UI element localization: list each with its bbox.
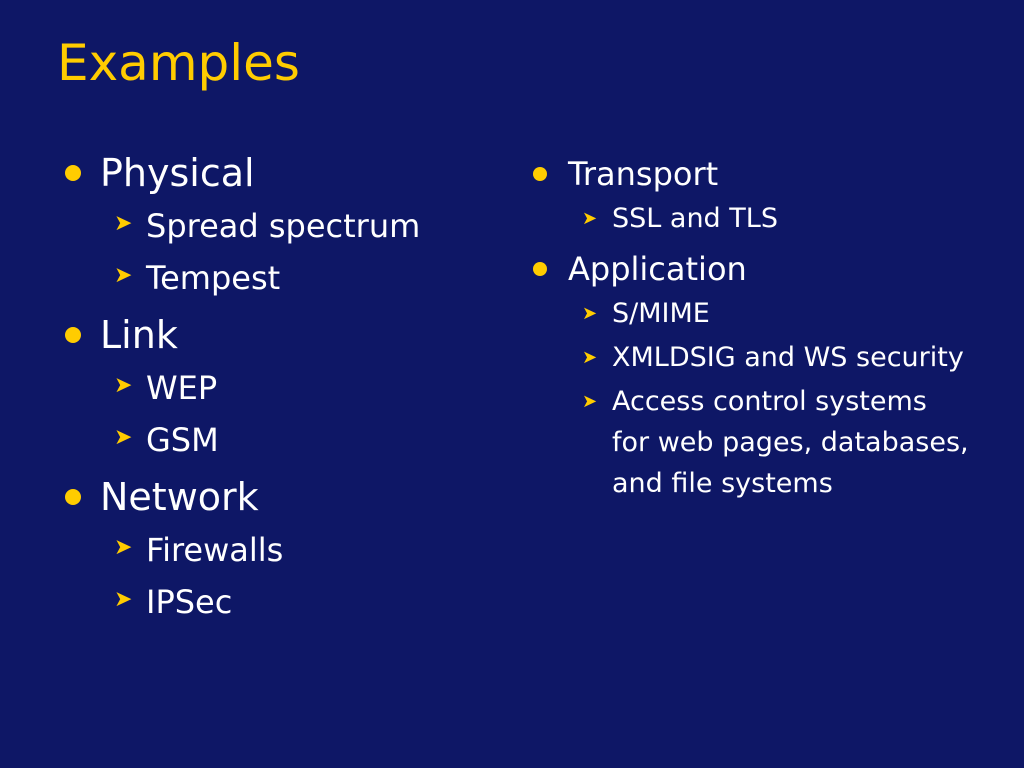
- bullet-dot-icon: [65, 489, 81, 505]
- subbullet-item: ➤ Tempest: [62, 252, 482, 304]
- arrow-head-icon: ➤: [114, 535, 133, 560]
- subbullet-item: ➤ XMLDSIG and WS security: [530, 337, 970, 378]
- arrow-head-icon: ➤: [114, 211, 133, 236]
- bullet-label: Network: [100, 475, 259, 519]
- bullet-item-network: Network: [62, 470, 482, 524]
- arrow-head-icon: ➤: [114, 587, 133, 612]
- arrow-head-icon: ➤: [114, 425, 133, 450]
- subbullet-label: WEP: [146, 369, 218, 407]
- arrow-head-icon: ➤: [582, 208, 598, 229]
- subbullet-label: S/MIME: [612, 298, 710, 329]
- subbullet-label: Spread spectrum: [146, 207, 421, 245]
- subbullet-label: Access control systems for web pages, da…: [612, 386, 969, 499]
- subbullet-label: IPSec: [146, 583, 233, 621]
- bullet-item-physical: Physical: [62, 146, 482, 200]
- subbullet-item: ➤ GSM: [62, 414, 482, 466]
- bullet-label: Link: [100, 313, 178, 357]
- subbullet-label: Firewalls: [146, 531, 284, 569]
- subbullet-label: GSM: [146, 421, 219, 459]
- arrow-head-icon: ➤: [582, 303, 598, 324]
- arrow-head-icon: ➤: [114, 373, 133, 398]
- bullet-label: Transport: [568, 155, 719, 193]
- subbullet-item: ➤ Firewalls: [62, 524, 482, 576]
- subbullet-item: ➤ WEP: [62, 362, 482, 414]
- subbullet-label: Tempest: [146, 259, 281, 297]
- arrow-head-icon: ➤: [582, 391, 598, 412]
- bullet-item-link: Link: [62, 308, 482, 362]
- bullet-dot-icon: [533, 167, 547, 181]
- subbullet-item: ➤ SSL and TLS: [530, 198, 970, 239]
- left-column: Physical ➤ Spread spectrum ➤ Tempest Lin…: [62, 146, 482, 628]
- arrow-head-icon: ➤: [114, 263, 133, 288]
- subbullet-label: SSL and TLS: [612, 203, 778, 234]
- subbullet-item: ➤ IPSec: [62, 576, 482, 628]
- subbullet-item: ➤ Access control systems for web pages, …: [530, 381, 970, 504]
- bullet-dot-icon: [65, 327, 81, 343]
- slide-title: Examples: [57, 34, 300, 92]
- arrow-head-icon: ➤: [582, 347, 598, 368]
- right-column: Transport ➤ SSL and TLS Application ➤ S/…: [530, 150, 970, 507]
- bullet-label: Application: [568, 250, 747, 288]
- bullet-item-application: Application: [530, 245, 970, 293]
- subbullet-item: ➤ Spread spectrum: [62, 200, 482, 252]
- bullet-item-transport: Transport: [530, 150, 970, 198]
- subbullet-item: ➤ S/MIME: [530, 293, 970, 334]
- bullet-label: Physical: [100, 151, 255, 195]
- bullet-dot-icon: [533, 262, 547, 276]
- bullet-dot-icon: [65, 165, 81, 181]
- subbullet-label: XMLDSIG and WS security: [612, 342, 964, 373]
